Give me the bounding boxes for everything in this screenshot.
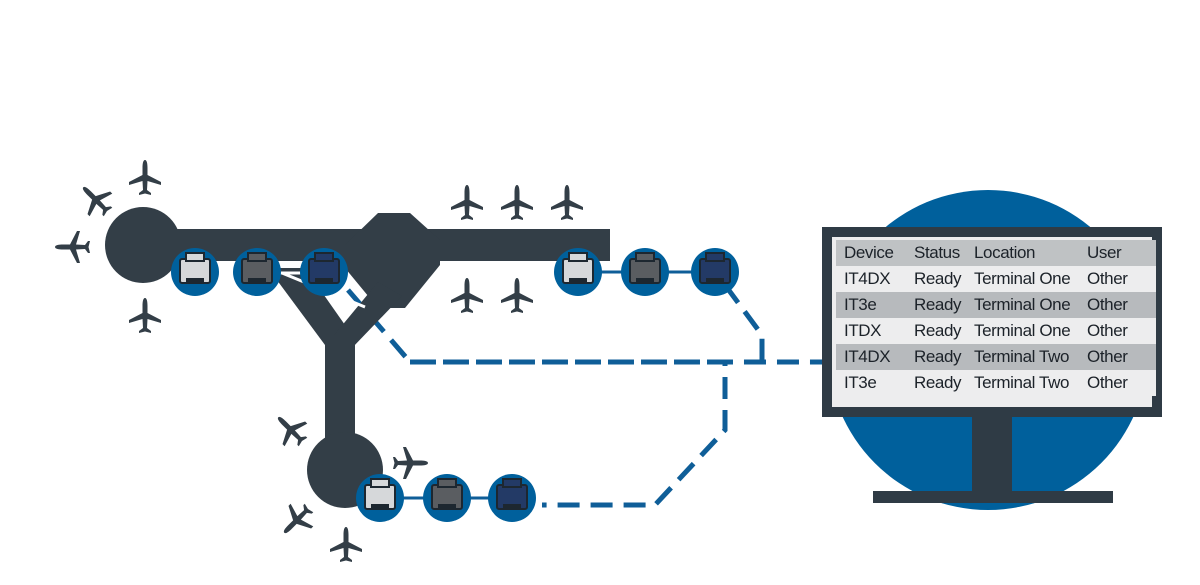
network-links <box>346 283 825 508</box>
printer-icon <box>488 474 536 522</box>
printer-icon <box>691 248 739 296</box>
column-header-location: Location <box>974 243 1036 262</box>
cell-location: Terminal One <box>974 269 1071 288</box>
monitor-neck <box>972 417 1012 491</box>
airplane-icon <box>129 160 161 195</box>
column-header-status: Status <box>914 243 960 262</box>
cell-status: Ready <box>914 269 962 288</box>
cell-location: Terminal Two <box>974 373 1070 392</box>
printer-icon <box>554 248 602 296</box>
printer-icon <box>356 474 404 522</box>
device-status-table: Device Status Location User IT4DX Ready … <box>836 240 1156 396</box>
airplane-icon <box>129 298 161 333</box>
cell-user: Other <box>1087 373 1128 392</box>
airplane-icon <box>272 496 321 545</box>
airplane-icon <box>393 447 428 479</box>
cell-device: IT4DX <box>844 347 891 366</box>
printer-icon <box>423 474 471 522</box>
cell-user: Other <box>1087 347 1128 366</box>
airplane-icon <box>266 405 315 454</box>
cell-status: Ready <box>914 321 962 340</box>
concourse-diagonal-left <box>268 268 352 345</box>
table-row: ITDX Ready Terminal One Other <box>836 318 1156 344</box>
concourse-diagonal-right <box>330 282 402 348</box>
airplane-icon <box>451 185 483 220</box>
airplane-icon <box>501 278 533 313</box>
cell-user: Other <box>1087 295 1128 314</box>
printer-icon <box>300 248 348 296</box>
table-row: IT3e Ready Terminal One Other <box>836 292 1156 318</box>
column-header-user: User <box>1087 243 1122 262</box>
cell-device: IT3e <box>844 373 877 392</box>
airplane-icon <box>501 185 533 220</box>
airplane-icon <box>55 231 90 263</box>
cell-device: IT3e <box>844 295 877 314</box>
cell-status: Ready <box>914 347 962 366</box>
cell-device: IT4DX <box>844 269 891 288</box>
terminal-center-building <box>345 213 440 308</box>
cell-location: Terminal One <box>974 321 1071 340</box>
table-row: IT3e Ready Terminal Two Other <box>836 370 1156 396</box>
cell-status: Ready <box>914 373 962 392</box>
printer-icon <box>233 248 281 296</box>
printer-icon <box>621 248 669 296</box>
cell-location: Terminal One <box>974 295 1071 314</box>
table-row: IT4DX Ready Terminal One Other <box>836 266 1156 292</box>
airplane-icon <box>71 175 120 224</box>
cell-status: Ready <box>914 295 962 314</box>
monitor-base <box>873 491 1113 503</box>
column-header-device: Device <box>844 243 894 262</box>
printers <box>171 248 739 522</box>
terminal-building <box>105 207 610 508</box>
cell-device: ITDX <box>844 321 882 340</box>
table-header-row: Device Status Location User <box>836 240 1156 266</box>
printer-icon <box>171 248 219 296</box>
cell-user: Other <box>1087 269 1128 288</box>
cell-user: Other <box>1087 321 1128 340</box>
airplane-icon <box>551 185 583 220</box>
airplane-icon <box>451 278 483 313</box>
table-row: IT4DX Ready Terminal Two Other <box>836 344 1156 370</box>
cell-location: Terminal Two <box>974 347 1070 366</box>
airplane-icon <box>330 527 362 562</box>
